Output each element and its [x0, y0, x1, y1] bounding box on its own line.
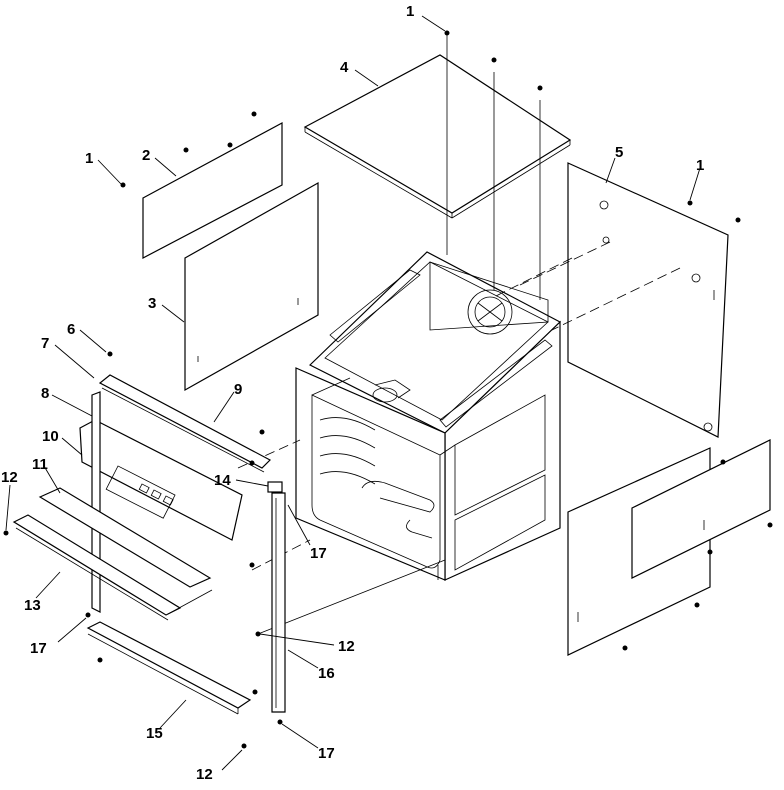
callout-1-top: 1 [406, 3, 414, 20]
callout-15: 15 [146, 725, 163, 742]
callout-4: 4 [340, 59, 349, 76]
callout-16: 16 [318, 665, 335, 682]
left-side-trim [91, 391, 101, 613]
callout-12-mid: 12 [338, 638, 355, 655]
callout-10: 10 [42, 428, 59, 445]
right-side-panel [567, 162, 729, 438]
callout-9: 9 [234, 381, 242, 398]
callout-12-left: 12 [1, 469, 18, 486]
callout-12-bottom: 12 [196, 766, 213, 783]
control-panel-top-trim [98, 374, 271, 473]
callout-17-left: 17 [30, 640, 47, 657]
callout-1-right: 1 [696, 157, 704, 174]
callout-5: 5 [615, 144, 623, 161]
rear-lower-panel [567, 439, 771, 656]
hinge-clip [267, 481, 283, 493]
callout-2: 2 [142, 147, 150, 164]
callout-14: 14 [214, 472, 231, 489]
alignment-lines [237, 33, 681, 635]
callout-11: 11 [32, 456, 48, 473]
oven-cavity-body [295, 251, 562, 581]
lower-rail-bracket [12, 487, 213, 621]
callout-13: 13 [24, 597, 41, 614]
callout-7: 7 [41, 335, 49, 352]
screws [3, 30, 773, 749]
callout-1-left: 1 [85, 150, 93, 167]
left-side-upper-panel [142, 121, 283, 259]
bottom-trim [86, 621, 252, 715]
leader-lines [5, 15, 701, 771]
callout-8: 8 [41, 385, 49, 402]
callout-labels: 1 1 1 2 3 4 5 6 7 8 9 10 11 12 12 12 13 … [1, 3, 704, 783]
left-side-insulation-panel [184, 181, 319, 392]
top-panel [303, 54, 572, 219]
callout-17-right: 17 [310, 545, 327, 562]
callout-3: 3 [148, 295, 156, 312]
callout-6: 6 [67, 321, 75, 338]
callout-17-bottom: 17 [318, 745, 335, 762]
right-side-trim [271, 492, 286, 713]
